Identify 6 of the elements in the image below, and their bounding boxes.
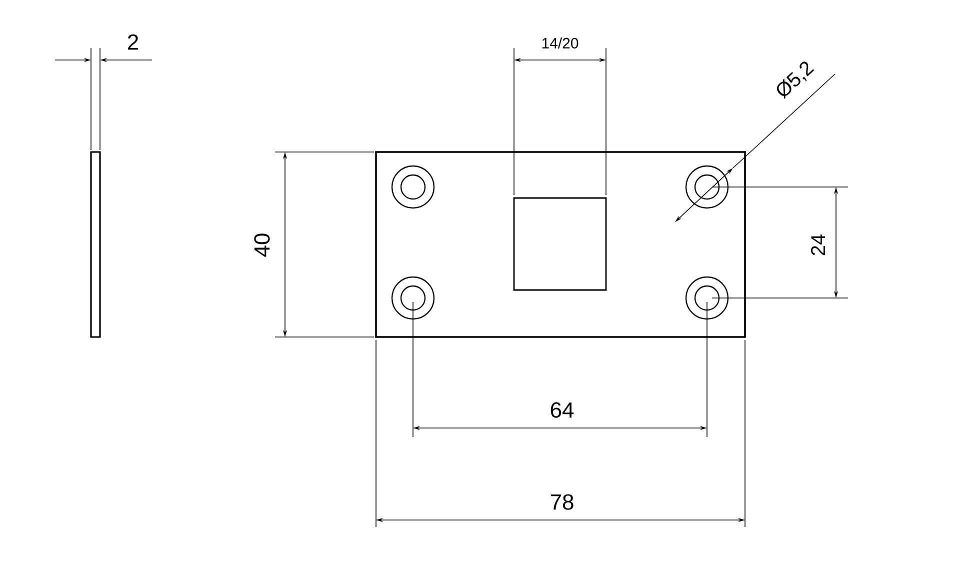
dimension-label: 14/20 (542, 38, 578, 48)
dimension-label: 64 (550, 402, 574, 418)
dimension-label: 78 (550, 494, 574, 510)
dimension-label: 40 (254, 234, 270, 257)
dimension-label: 24 (811, 234, 825, 256)
dimension-label: 2 (128, 34, 138, 50)
